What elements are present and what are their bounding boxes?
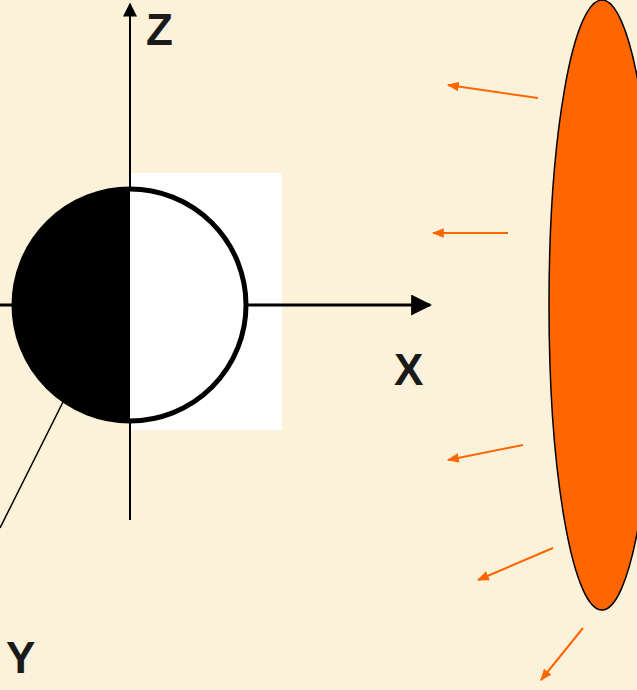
- sphere-outline: [14, 189, 246, 421]
- lit-hemisphere: [130, 189, 246, 421]
- axis-label: Z: [146, 8, 173, 52]
- sun: [549, 0, 637, 610]
- dark-hemisphere: [14, 189, 130, 421]
- ray-arrow: [448, 445, 523, 460]
- ray-arrow: [448, 85, 538, 98]
- y-axis: [0, 392, 68, 528]
- ray-arrow: [433, 232, 508, 234]
- axis-label: X: [394, 348, 423, 392]
- ray-arrow: [541, 628, 583, 680]
- axis-label: Y: [6, 636, 35, 680]
- ray-arrow: [478, 548, 553, 580]
